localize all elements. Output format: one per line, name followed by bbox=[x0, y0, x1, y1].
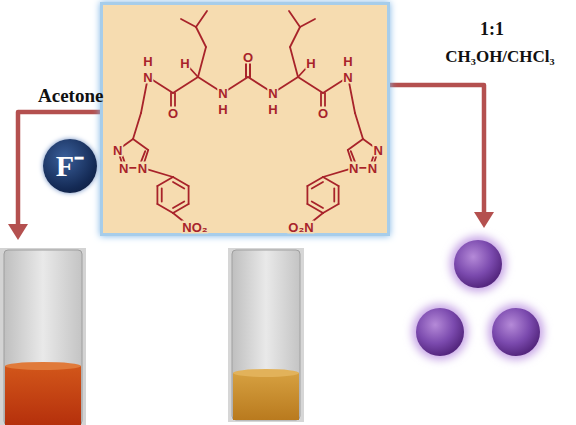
ratio-label: 1:1 bbox=[480, 20, 504, 40]
bond bbox=[323, 204, 339, 213]
atom-label: O bbox=[167, 107, 179, 120]
bond bbox=[333, 189, 335, 202]
ion-label: F⁻ bbox=[56, 151, 84, 181]
bond bbox=[355, 113, 363, 139]
bond bbox=[157, 177, 173, 186]
bond bbox=[196, 11, 207, 27]
bond bbox=[188, 186, 190, 204]
atom-label: H bbox=[305, 57, 316, 70]
liquid bbox=[233, 373, 299, 420]
atom-label: N bbox=[137, 162, 148, 175]
bond bbox=[173, 177, 189, 186]
atom-label: N bbox=[348, 162, 359, 175]
atom-label: N bbox=[142, 71, 153, 84]
arrow-head bbox=[8, 224, 28, 240]
bond bbox=[290, 47, 298, 77]
solvent-label: Acetone bbox=[38, 86, 103, 107]
bond bbox=[198, 47, 206, 77]
bond bbox=[290, 27, 300, 47]
bond-lines bbox=[103, 5, 387, 233]
atom-label: N bbox=[367, 162, 378, 175]
atom-label: N bbox=[118, 162, 129, 175]
bond bbox=[173, 204, 189, 213]
atom-label: O₂N bbox=[287, 221, 314, 234]
fluoride-circle: F⁻ bbox=[43, 139, 97, 193]
bond bbox=[157, 204, 173, 213]
atom-label: H bbox=[342, 55, 353, 68]
arrow-shaft bbox=[390, 85, 484, 214]
bond bbox=[196, 27, 206, 47]
atom-label: H bbox=[142, 55, 153, 68]
photo-ground bbox=[0, 248, 86, 425]
atom-label: N bbox=[112, 144, 123, 157]
structure-panel: HHHNONHNHNHOONNNNNNNO₂O₂N bbox=[100, 2, 390, 236]
bond bbox=[338, 186, 340, 204]
bond bbox=[133, 113, 141, 139]
bond bbox=[173, 77, 198, 93]
bond bbox=[289, 11, 300, 27]
atom-label: N bbox=[372, 144, 383, 157]
atom-label: O bbox=[317, 107, 329, 120]
arrow-shaft bbox=[18, 112, 100, 226]
bond bbox=[307, 177, 323, 186]
test-tube bbox=[4, 250, 82, 425]
meniscus bbox=[5, 362, 81, 370]
bond bbox=[173, 202, 184, 209]
bond bbox=[173, 182, 184, 189]
bond bbox=[307, 204, 323, 213]
atom-label: H bbox=[179, 57, 190, 70]
bond bbox=[307, 186, 309, 204]
atom-label: N bbox=[267, 87, 278, 100]
bond bbox=[312, 202, 323, 209]
meniscus bbox=[233, 369, 299, 377]
test-tube bbox=[232, 250, 300, 420]
arrow-head bbox=[474, 212, 494, 228]
photo-ground bbox=[228, 248, 304, 422]
bond bbox=[300, 19, 315, 27]
bond bbox=[323, 177, 339, 186]
bond bbox=[312, 182, 323, 189]
bond bbox=[161, 189, 163, 202]
atom-label: N bbox=[217, 87, 228, 100]
bond bbox=[181, 19, 196, 27]
atom-label: NO₂ bbox=[181, 221, 208, 234]
atom-label: H bbox=[267, 103, 278, 116]
bond bbox=[348, 139, 363, 150]
aggregate-spheres bbox=[412, 236, 544, 360]
liquid bbox=[5, 366, 81, 425]
atom-label: O bbox=[242, 51, 254, 64]
atom-label: N bbox=[342, 71, 353, 84]
bond bbox=[157, 186, 159, 204]
bond bbox=[298, 77, 323, 93]
atom-label: H bbox=[217, 103, 228, 116]
bond bbox=[133, 139, 148, 150]
solvent-label: CH₃OH/CHCl₃ bbox=[445, 48, 554, 67]
